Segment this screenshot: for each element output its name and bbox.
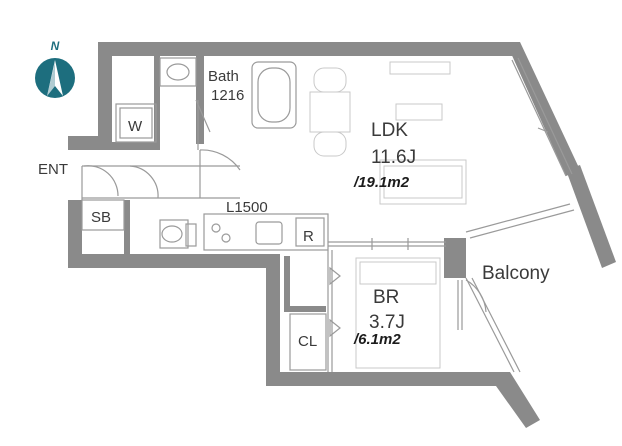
entrance-label: ENT: [38, 161, 68, 178]
kitchen-length-label: L1500: [226, 199, 268, 216]
north-compass: N: [35, 39, 75, 98]
washer-label: W: [128, 118, 143, 135]
room-labels: Bath 1216 W LDK 11.6J /19.1m2 ENT SB L15…: [38, 68, 550, 350]
interior-lines: [81, 57, 575, 373]
shoe-box-label: SB: [91, 209, 111, 226]
balcony-label: Balcony: [482, 263, 550, 284]
ldk-label: LDK: [371, 120, 408, 141]
bedroom-area-label: /6.1m2: [353, 331, 401, 348]
closet-label: CL: [298, 333, 317, 350]
bedroom-size-label: 3.7J: [369, 312, 405, 333]
walls: [68, 42, 616, 428]
ldk-area-label: /19.1m2: [353, 174, 410, 191]
furniture: [309, 61, 467, 369]
bedroom-label: BR: [373, 287, 399, 308]
ldk-size-label: 11.6J: [371, 147, 416, 168]
compass-needle-icon: [47, 60, 63, 96]
bath-size-label: 1216: [211, 87, 244, 104]
north-letter: N: [51, 39, 60, 53]
bath-label: Bath: [208, 68, 239, 85]
fridge-label: R: [303, 228, 314, 245]
